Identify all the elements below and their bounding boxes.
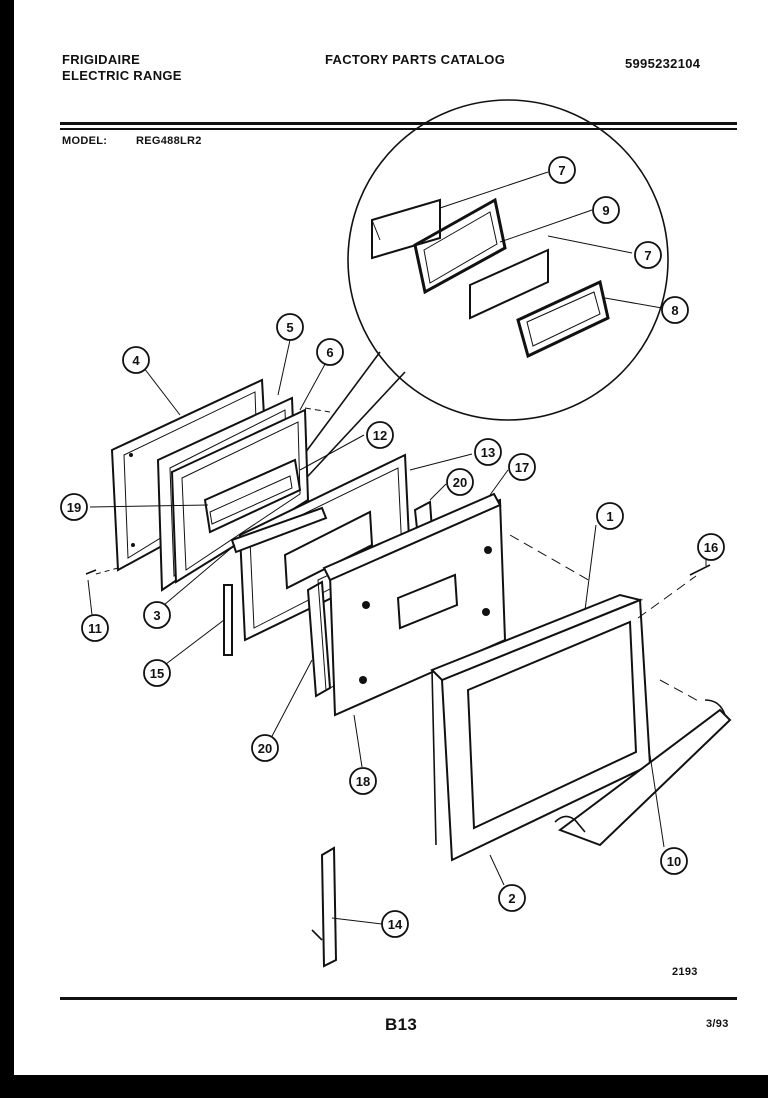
svg-text:4: 4 [132, 353, 140, 368]
header-rule-top [60, 122, 737, 125]
footer-rule [60, 997, 737, 1000]
part-19-window-pack [203, 458, 302, 534]
brand-name: FRIGIDAIRE [62, 52, 141, 67]
detail-glass-7b [469, 248, 549, 320]
part-12-window-frame [238, 453, 412, 642]
svg-text:1: 1 [606, 509, 613, 524]
svg-text:13: 13 [481, 445, 495, 460]
detail-glass-7a [371, 198, 441, 260]
detail-gasket-9 [413, 197, 507, 295]
callout-2: 2 [498, 884, 526, 912]
svg-text:20: 20 [258, 741, 272, 756]
svg-text:9: 9 [602, 203, 609, 218]
callout-1: 1 [596, 502, 624, 530]
svg-text:14: 14 [388, 917, 403, 932]
svg-text:3: 3 [153, 608, 160, 623]
callout-9: 9 [592, 196, 620, 224]
part-14-hinge [311, 846, 338, 968]
svg-text:2: 2 [508, 891, 515, 906]
callout-15: 15 [143, 659, 171, 687]
svg-text:7: 7 [644, 248, 651, 263]
callout-16: 16 [697, 533, 725, 561]
callout-6: 6 [316, 338, 344, 366]
callout-10: 10 [660, 847, 688, 875]
catalog-number: 5995232104 [625, 56, 701, 71]
callout-3: 3 [143, 601, 171, 629]
magnifier-pointer-2 [294, 371, 406, 491]
svg-text:10: 10 [667, 854, 681, 869]
model-number: REG488LR2 [136, 135, 202, 147]
catalog-title: FACTORY PARTS CATALOG [325, 52, 506, 67]
svg-text:6: 6 [326, 345, 333, 360]
svg-text:7: 7 [558, 163, 565, 178]
part-3-vent [230, 506, 328, 554]
callout-14: 14 [381, 910, 409, 938]
part-10-handle [554, 699, 732, 847]
svg-text:17: 17 [515, 460, 529, 475]
svg-text:8: 8 [671, 303, 678, 318]
callout-20-right: 20 [446, 468, 474, 496]
callout-19: 19 [60, 493, 88, 521]
model-label: MODEL: [62, 135, 108, 147]
callout-11: 11 [81, 614, 109, 642]
callout-13: 13 [474, 438, 502, 466]
page-code: B13 [385, 1015, 418, 1034]
part-18-inner-door [322, 492, 507, 717]
svg-text:15: 15 [150, 666, 164, 681]
part-16-pin [689, 564, 711, 576]
callout-5: 5 [276, 313, 304, 341]
callout-12: 12 [366, 421, 394, 449]
product-name: ELECTRIC RANGE [62, 68, 182, 83]
part-11-screw [85, 569, 97, 575]
part-15-rod [223, 584, 233, 656]
callout-7a: 7 [548, 156, 576, 184]
header-rule-bottom [60, 128, 737, 130]
detail-gasket-8 [516, 279, 610, 359]
svg-text:5: 5 [286, 320, 293, 335]
svg-text:20: 20 [453, 475, 467, 490]
svg-text:11: 11 [88, 621, 102, 636]
svg-text:19: 19 [67, 500, 81, 515]
callout-7b: 7 [634, 241, 662, 269]
detail-magnifier-circle [347, 99, 669, 421]
callout-17: 17 [508, 453, 536, 481]
svg-text:16: 16 [704, 540, 718, 555]
callout-8: 8 [661, 296, 689, 324]
figure-number: 2193 [672, 966, 698, 978]
callout-18: 18 [349, 767, 377, 795]
callout-4: 4 [122, 346, 150, 374]
svg-text:12: 12 [373, 428, 387, 443]
svg-text:18: 18 [356, 774, 370, 789]
part-2-outer-door [430, 593, 652, 862]
revision-date: 3/93 [706, 1018, 729, 1030]
callout-20-left: 20 [251, 734, 279, 762]
